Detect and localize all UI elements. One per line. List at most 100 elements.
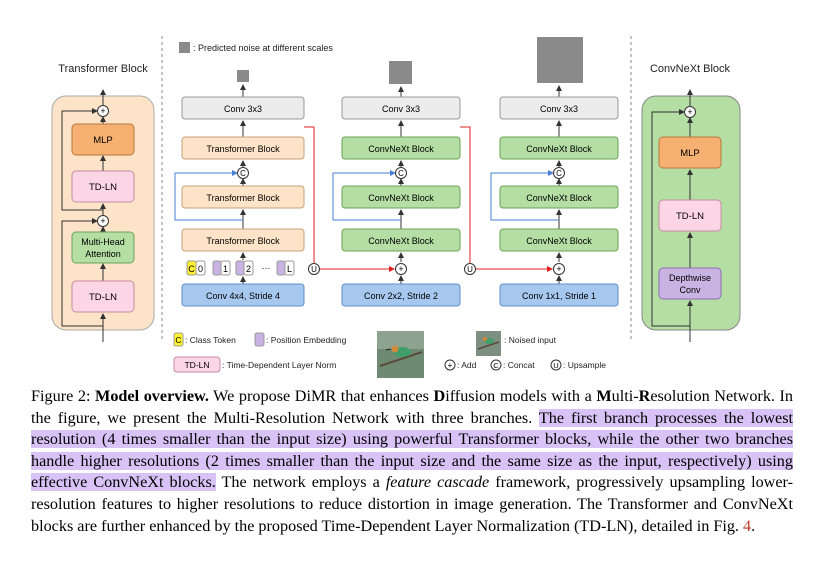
depthwise-conv-box [658,267,722,300]
add-node [395,263,407,275]
mha-label-2: Attention [85,249,121,259]
add-node: + [97,105,109,117]
figure-reference-link[interactable]: 4 [743,516,752,535]
tdln-label: TD-LN [676,211,704,222]
depthwise-label-2: Conv [679,285,701,295]
position-embedding [212,260,222,276]
svg-text:U: U [553,361,558,370]
legend-noised-input: : Noised input [504,335,557,345]
token [243,260,254,276]
token [284,260,295,276]
token [195,260,206,276]
caption-title: Model overview. [95,387,209,405]
conv4x4-label: Conv 4x4, Stride 4 [206,291,280,301]
concat-node [395,167,407,179]
svg-text:U: U [467,265,473,274]
conv1x1-box [499,283,619,307]
legend-concat-symbol [490,359,502,371]
model-overview-figure: : Predicted noise at different scales Tr… [51,36,741,378]
transformer-block-box [181,136,305,160]
convnext-block-label: ConvNeXt Block [526,193,592,203]
svg-text:C: C [493,361,499,370]
mha-label-1: Multi-Head [81,237,125,247]
svg-text:+: + [448,361,453,370]
class-token-label: C [188,264,195,274]
legend-tdln-swatch [173,356,221,373]
mlp-label: MLP [93,135,113,146]
noise-output-medium [389,61,412,84]
depthwise-label-1: Depthwise [669,273,711,283]
legend-tdln-symbol: TD-LN [184,360,209,370]
legend-add: : Add [457,360,477,370]
legend-upsample-symbol [550,359,562,371]
legend-class-token: : Class Token [185,335,236,345]
convnext-block-box [341,136,461,160]
convnext-block-box [341,185,461,209]
convnext-panel-title: ConvNeXt Block [650,63,731,75]
transformer-block-label: Transformer Block [206,144,280,154]
legend-upsample: : Upsample [563,360,606,370]
transformer-block-label: Transformer Block [206,236,280,246]
branch-1: Conv 3x3 Transformer Block Transformer B… [174,84,305,307]
add-label: + [556,264,561,274]
convnext-block-box [499,136,619,160]
conv1x1-label: Conv 1x1, Stride 1 [522,291,596,301]
svg-text:U: U [311,265,317,274]
noise-legend-text: : Predicted noise at different scales [193,43,333,53]
legend-pos-embed: : Position Embedding [266,335,347,345]
mlp-box [658,136,722,169]
conv2x2-label: Conv 2x2, Stride 2 [364,291,438,301]
branch-3: Conv 3x3 ConvNeXt Block ConvNeXt Block C… [490,85,619,307]
concat-node [237,167,249,179]
tdln-box [658,199,722,232]
convnext-block-box [499,185,619,209]
mlp-label: MLP [680,148,700,159]
token-label: 0 [198,264,203,274]
figure-caption: Figure 2: Model overview. We propose DiM… [31,387,794,535]
noise-legend-square [179,42,190,53]
concat-node [553,167,565,179]
add-node: + [97,215,109,227]
figure-label: Figure 2: [31,387,91,405]
concat-label: C [556,169,562,178]
add-node [553,263,565,275]
legend-class-token-symbol: C [175,335,181,345]
conv2x2-box [341,283,461,307]
convnext-block-label: ConvNeXt Block [526,236,592,246]
add-label: + [398,264,403,274]
convnext-block-label: ConvNeXt Block [368,144,434,154]
transformer-block-label: Transformer Block [206,193,280,203]
svg-text:+: + [100,216,105,226]
concat-label: C [398,169,404,178]
legend-pos-embed-swatch [254,332,265,347]
conv3x3-box [341,96,461,120]
tdln-label: TD-LN [89,182,117,193]
conv4x4-box [181,283,305,307]
legend-concat: : Concat [503,360,535,370]
token-label: 1 [223,264,228,274]
convnext-block-box [341,228,461,252]
noise-output-small [237,70,249,82]
add-node: + [684,106,696,118]
conv3x3-label: Conv 3x3 [224,104,262,114]
legend-add-symbol [444,359,456,371]
tdln-box [71,280,135,313]
token-label: L [287,264,292,274]
convnext-block-box [499,228,619,252]
mlp-box [71,123,135,156]
convnext-block-label: ConvNeXt Block [368,236,434,246]
svg-text:+: + [687,107,692,117]
conv3x3-box [499,96,619,120]
position-embedding [276,260,286,276]
noised-input-image-large [377,331,424,378]
noise-output-large [537,37,583,83]
convnext-block-label: ConvNeXt Block [368,193,434,203]
legend-tdln: : Time-Dependent Layer Norm [222,360,336,370]
transformer-panel-title: Transformer Block [58,63,148,75]
conv3x3-box [181,96,305,120]
tdln-label: TD-LN [89,292,117,303]
convnext-block-label: ConvNeXt Block [526,144,592,154]
legend-class-token-swatch [173,332,184,347]
transformer-block-box [181,228,305,252]
branch-2: Conv 3x3 ConvNeXt Block ConvNeXt Block C… [332,86,461,307]
